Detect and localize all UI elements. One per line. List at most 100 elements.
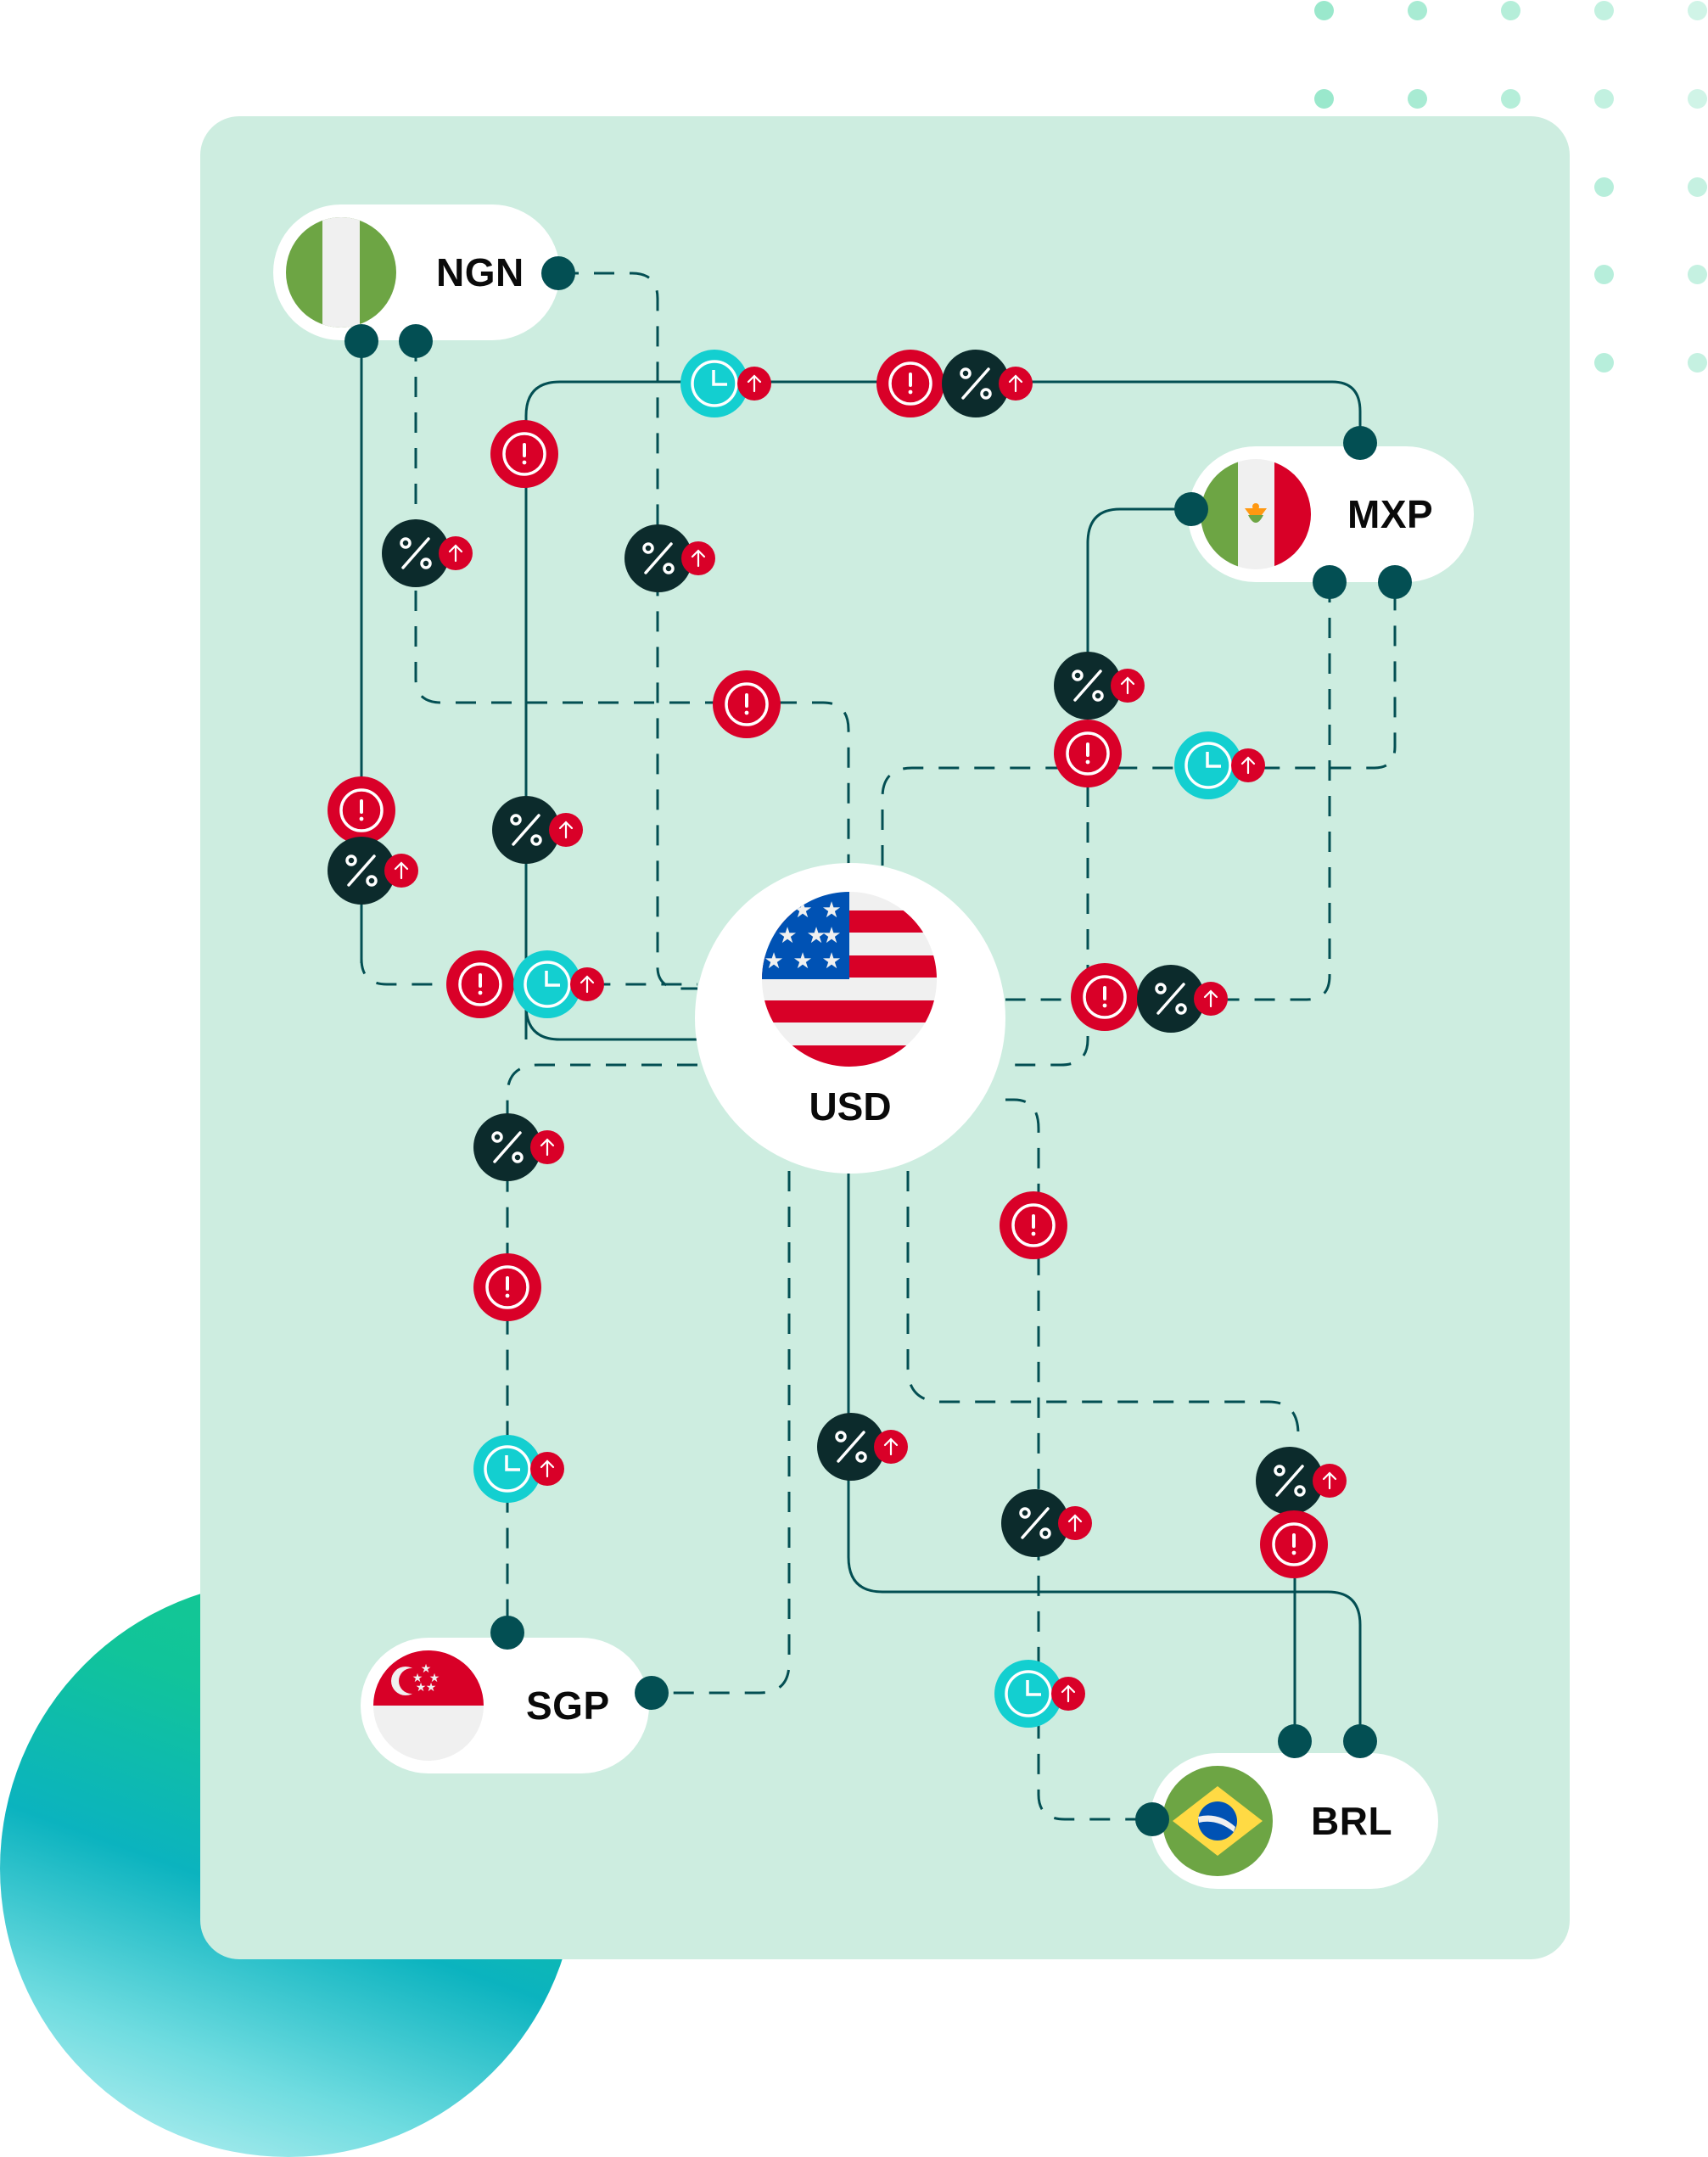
- currency-code: SGP: [526, 1684, 610, 1728]
- svg-text:★: ★: [821, 949, 841, 974]
- clock-icon[interactable]: [994, 1660, 1062, 1728]
- singapore-flag-icon: ★★★★★: [373, 1650, 484, 1761]
- decorative-dot: [1408, 1, 1427, 20]
- svg-text:★: ★: [792, 898, 812, 923]
- decorative-dot: [1594, 265, 1614, 284]
- percent-icon[interactable]: [1054, 652, 1122, 720]
- percent-icon[interactable]: [624, 524, 692, 592]
- port-mxp-bottom-1[interactable]: [1313, 565, 1347, 599]
- percent-icon[interactable]: [1256, 1447, 1324, 1515]
- decorative-dot: [1688, 177, 1707, 197]
- dash-ngn-down: [414, 341, 850, 866]
- brazil-flag-icon: [1162, 1766, 1273, 1876]
- port-brl-top-2[interactable]: [1343, 1724, 1377, 1758]
- percent-icon[interactable]: [942, 350, 1010, 417]
- svg-text:★: ★: [764, 949, 783, 974]
- arrow-up-icon: [549, 813, 583, 847]
- percent-icon[interactable]: [817, 1413, 885, 1481]
- arrow-up-icon: [1194, 982, 1228, 1016]
- alert-icon[interactable]: [446, 950, 514, 1018]
- decorative-dot: [1501, 89, 1520, 109]
- port-sgp-top[interactable]: [490, 1616, 524, 1650]
- us-flag-icon: ★★ ★★★ ★★★: [762, 892, 937, 1067]
- decorative-dot: [1594, 353, 1614, 373]
- currency-pill-ngn[interactable]: NGN: [273, 204, 560, 340]
- nigeria-flag-icon: [286, 217, 396, 328]
- dash-mxp-mid: [881, 582, 1397, 866]
- arrow-up-icon: [570, 967, 604, 1001]
- decorative-dot: [1594, 1, 1614, 20]
- currency-code: NGN: [436, 250, 524, 294]
- port-brl-left[interactable]: [1135, 1802, 1169, 1836]
- svg-text:★: ★: [821, 923, 841, 949]
- svg-text:★: ★: [777, 923, 797, 949]
- arrow-up-icon: [1313, 1464, 1347, 1498]
- clock-icon[interactable]: [513, 950, 581, 1018]
- svg-text:★: ★: [412, 1672, 423, 1685]
- dash-usd-sgp-right: [652, 1171, 791, 1695]
- arrow-up-icon: [737, 367, 771, 401]
- svg-text:★: ★: [429, 1672, 440, 1685]
- alert-icon[interactable]: [876, 350, 944, 417]
- port-brl-top-1[interactable]: [1278, 1724, 1312, 1758]
- usd-hub[interactable]: ★★ ★★★ ★★★ USD: [695, 863, 1005, 1174]
- alert-icon[interactable]: [713, 670, 781, 738]
- svg-text:★: ★: [821, 898, 841, 923]
- port-ngn-right[interactable]: [541, 256, 575, 290]
- mexico-flag-icon: [1201, 459, 1311, 569]
- alert-icon[interactable]: [1000, 1191, 1067, 1259]
- port-mxp-top[interactable]: [1343, 426, 1377, 460]
- decorative-dot: [1688, 89, 1707, 109]
- dash-mxp-left-down: [1005, 751, 1089, 1067]
- arrow-up-icon: [384, 854, 418, 888]
- alert-icon[interactable]: [473, 1253, 541, 1321]
- alert-icon[interactable]: [1071, 963, 1139, 1031]
- clock-icon[interactable]: [680, 350, 748, 417]
- line-top-solid: [524, 380, 1362, 1039]
- arrow-up-icon: [439, 536, 473, 570]
- arrow-up-icon: [1051, 1677, 1085, 1711]
- arrow-up-icon: [999, 367, 1033, 401]
- clock-icon[interactable]: [473, 1435, 541, 1503]
- percent-icon[interactable]: [1001, 1489, 1069, 1557]
- port-ngn-bottom-2[interactable]: [399, 324, 433, 358]
- currency-pill-sgp[interactable]: ★★★★★ SGP: [361, 1638, 649, 1773]
- alert-icon[interactable]: [328, 776, 395, 844]
- svg-text:★: ★: [792, 949, 812, 974]
- decorative-dot: [1688, 265, 1707, 284]
- percent-icon[interactable]: [492, 796, 560, 864]
- svg-text:★: ★: [416, 1681, 427, 1695]
- arrow-up-icon: [530, 1452, 564, 1486]
- port-ngn-bottom-1[interactable]: [344, 324, 378, 358]
- decorative-dot: [1688, 1, 1707, 20]
- svg-text:★: ★: [806, 923, 826, 949]
- alert-icon[interactable]: [1054, 720, 1122, 787]
- percent-icon[interactable]: [382, 519, 450, 587]
- dash-mxp-down: [1005, 582, 1331, 1001]
- svg-text:★: ★: [426, 1681, 437, 1695]
- currency-code: MXP: [1347, 492, 1434, 536]
- decorative-dot: [1314, 1, 1334, 20]
- port-mxp-left[interactable]: [1174, 492, 1208, 526]
- decorative-dot: [1501, 1, 1520, 20]
- arrow-up-icon: [681, 541, 715, 575]
- currency-pill-mxp[interactable]: MXP: [1188, 446, 1474, 582]
- decorative-dot: [1314, 89, 1334, 109]
- clock-icon[interactable]: [1174, 731, 1242, 799]
- decorative-dot: [1594, 177, 1614, 197]
- arrow-up-icon: [1058, 1506, 1092, 1540]
- decorative-dot: [1408, 89, 1427, 109]
- alert-icon[interactable]: [490, 420, 558, 488]
- currency-pill-brl[interactable]: BRL: [1150, 1753, 1438, 1889]
- percent-icon[interactable]: [473, 1113, 541, 1181]
- alert-icon[interactable]: [1260, 1510, 1328, 1578]
- port-sgp-right[interactable]: [635, 1676, 669, 1710]
- arrow-up-icon: [1231, 748, 1265, 782]
- hub-code: USD: [809, 1084, 892, 1129]
- dash-usd-brl-b: [1005, 1098, 1152, 1821]
- port-mxp-bottom-2[interactable]: [1378, 565, 1412, 599]
- arrow-up-icon: [530, 1130, 564, 1164]
- percent-icon[interactable]: [1137, 965, 1205, 1033]
- percent-icon[interactable]: [328, 837, 395, 905]
- line-usd-brl-solid: [847, 1174, 1362, 1741]
